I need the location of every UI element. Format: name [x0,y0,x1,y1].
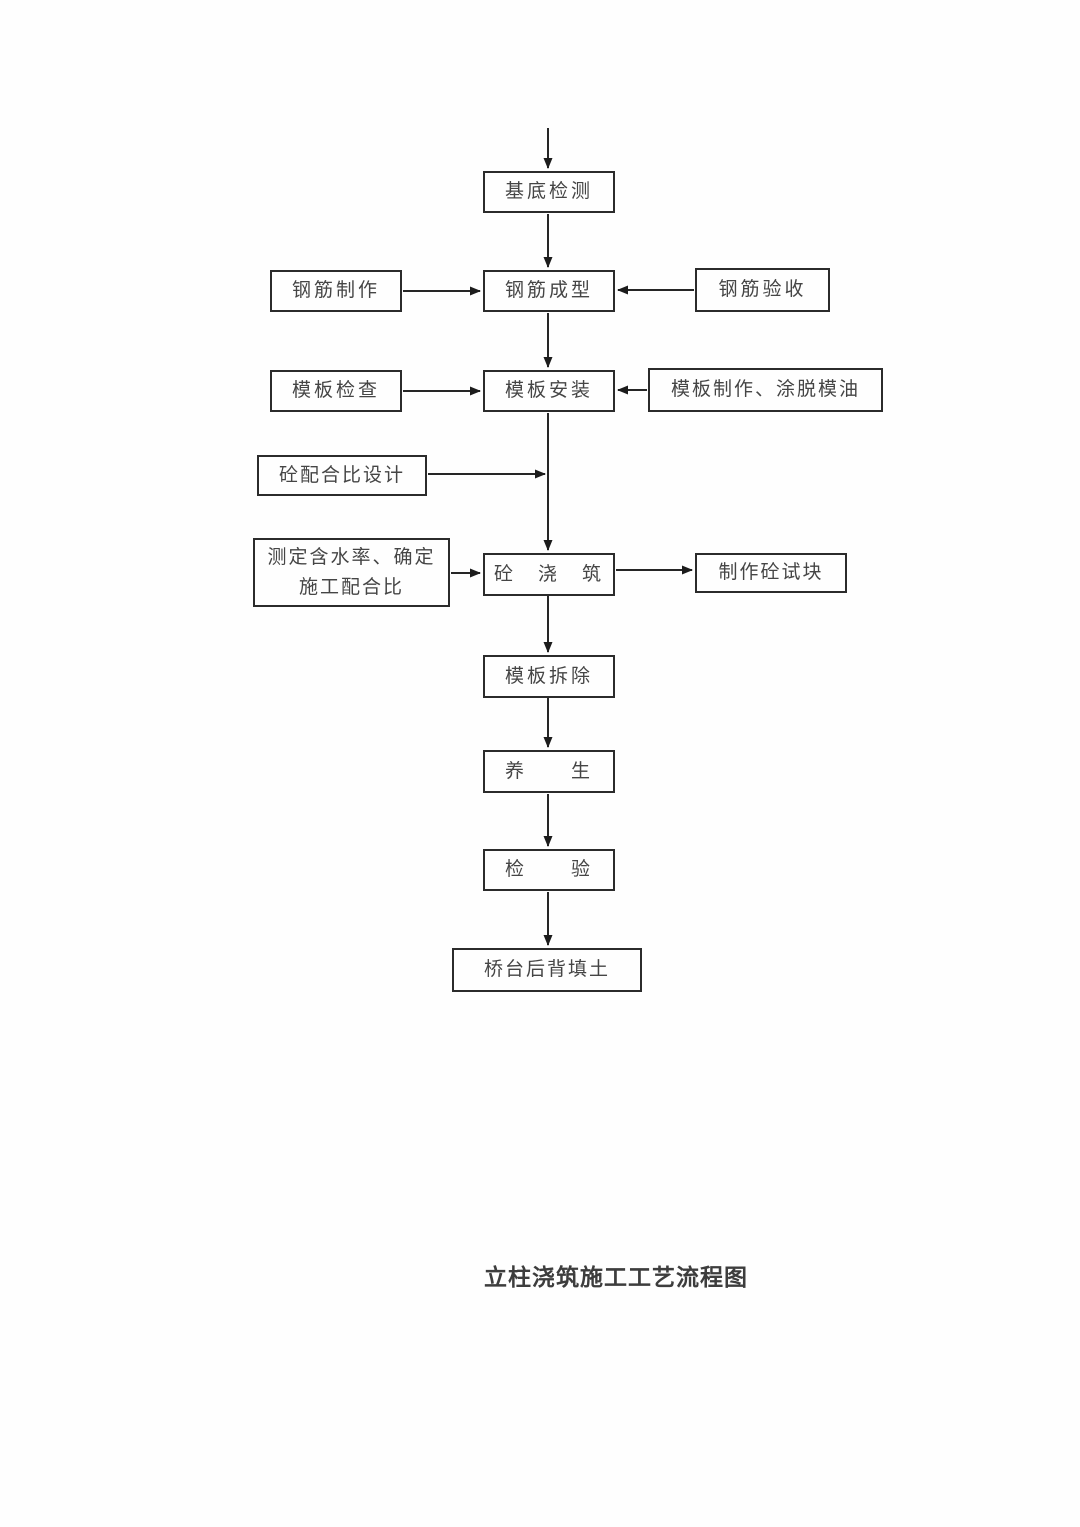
node-formwork-installation: 模板安装 [483,370,615,412]
node-rebar-fabrication: 钢筋制作 [270,270,402,312]
node-rebar-acceptance: 钢筋验收 [695,268,830,312]
node-curing: 养 生 [483,750,615,793]
diagram-caption: 立柱浇筑施工工艺流程图 [484,1265,748,1290]
node-formwork-inspection: 模板检查 [270,370,402,412]
node-make-test-blocks: 制作砼试块 [695,553,847,593]
node-moisture-determination: 测定含水率、确定 施工配合比 [253,538,450,607]
node-rebar-forming: 钢筋成型 [483,270,615,312]
node-formwork-making-oiling: 模板制作、涂脱模油 [648,368,883,412]
node-concrete-pouring: 砼 浇 筑 [483,553,615,596]
node-mix-ratio-design: 砼配合比设计 [257,455,427,496]
node-base-inspection: 基底检测 [483,171,615,213]
node-abutment-backfill: 桥台后背填土 [452,948,642,992]
node-final-inspection: 检 验 [483,849,615,891]
node-formwork-removal: 模板拆除 [483,655,615,698]
